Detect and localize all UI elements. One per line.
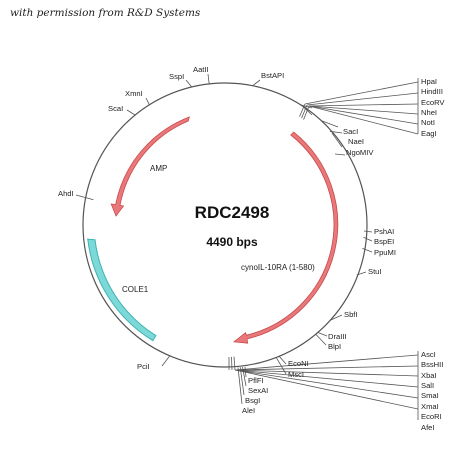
mcs1-site-label: HpaI bbox=[421, 77, 437, 86]
credit-text: with permission from R&D Systems bbox=[10, 7, 201, 19]
site-label-pflfi: PflFI bbox=[248, 376, 264, 385]
site-label-draiii: DraIII bbox=[328, 332, 347, 341]
site-label-ahdi: AhdI bbox=[58, 189, 74, 198]
site-label-sspi: SspI bbox=[169, 72, 184, 81]
site-label-ppumi: PpuMI bbox=[374, 248, 396, 257]
site-label-scai: ScaI bbox=[108, 104, 123, 113]
plasmid-size: 4490 bps bbox=[206, 235, 258, 249]
mcs2-site-label: AfeI bbox=[421, 423, 435, 432]
mcs1-site-label: EcoRV bbox=[421, 98, 445, 107]
amp-feature-arrow bbox=[110, 116, 190, 217]
site-label-pcii: PciI bbox=[137, 362, 150, 371]
mcs1-site-label: NheI bbox=[421, 108, 437, 117]
site-label-bsgi: BsgI bbox=[245, 396, 260, 405]
site-label-blpi: BlpI bbox=[328, 342, 341, 351]
site-ticks bbox=[75, 73, 373, 405]
site-label-econi: EcoNI bbox=[288, 359, 309, 368]
mcs2-callout bbox=[228, 351, 419, 420]
site-label-sbfi: SbfI bbox=[344, 310, 358, 319]
mcs2-site-label: XmaI bbox=[421, 402, 439, 411]
site-label-xmni: XmnI bbox=[125, 89, 143, 98]
mcs1-site-label: NotI bbox=[421, 118, 435, 127]
site-label-ngomiv: NgoMIV bbox=[346, 148, 374, 157]
insert-feature-arrow bbox=[232, 131, 339, 344]
site-label-naei: NaeI bbox=[348, 137, 364, 146]
mcs1-site-label: HindIII bbox=[421, 87, 443, 96]
site-label-bspei: BspEI bbox=[374, 237, 394, 246]
mcs1-callout bbox=[299, 78, 419, 135]
mcs2-site-label: EcoRI bbox=[421, 412, 442, 421]
site-label-alei: AleI bbox=[242, 406, 255, 415]
cole1-label: COLE1 bbox=[122, 285, 149, 294]
site-label-msci: MscI bbox=[288, 370, 304, 379]
insert-label: cynoIL-10RA (1-580) bbox=[241, 263, 315, 272]
cole1-origin-band bbox=[87, 238, 157, 342]
site-label-aatii: AatII bbox=[193, 65, 209, 74]
site-label-bstapi: BstAPI bbox=[261, 71, 284, 80]
mcs2-site-label: AscI bbox=[421, 350, 436, 359]
mcs2-site-label: XbaI bbox=[421, 371, 437, 380]
plasmid-backbone bbox=[82, 82, 368, 368]
mcs1-site-label: EagI bbox=[421, 129, 437, 138]
mcs2-site-label: BssHII bbox=[421, 360, 443, 369]
site-label-saci: SacI bbox=[343, 127, 358, 136]
plasmid-name: RDC2498 bbox=[195, 203, 270, 222]
amp-label: AMP bbox=[150, 164, 167, 173]
site-label-stui: StuI bbox=[368, 267, 382, 276]
mcs2-site-label: SmaI bbox=[421, 391, 439, 400]
mcs2-site-label: SalI bbox=[421, 381, 434, 390]
site-label-pshai: PshAI bbox=[374, 227, 394, 236]
site-label-sexai: SexAI bbox=[248, 386, 268, 395]
